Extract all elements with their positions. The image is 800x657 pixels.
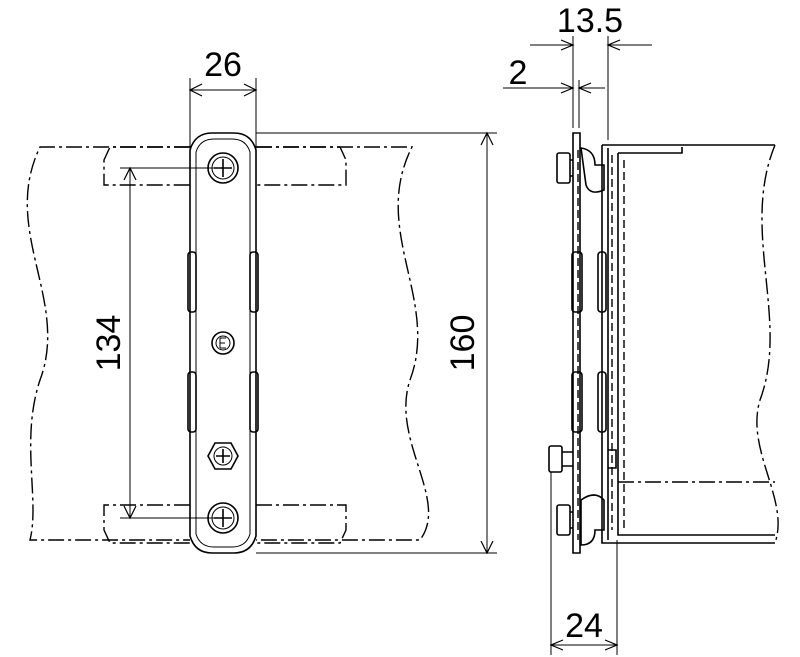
side-plate: [572, 132, 581, 554]
top-bolt-icon: [556, 147, 605, 193]
width-label: 26: [204, 46, 242, 84]
dimension-hole-pitch: 134: [90, 166, 215, 520]
bottom-bolt-icon: [556, 494, 605, 546]
left-panel-rail-bottom: [103, 504, 190, 544]
dimension-depth: 13.5: [530, 2, 652, 140]
front-view: 26 134 160: [26, 46, 497, 555]
top-screw-icon: [207, 152, 239, 184]
dimension-length: 160: [256, 131, 497, 555]
thickness-label: 2: [509, 54, 528, 92]
dimension-width: 26: [188, 46, 258, 150]
channel-section: [601, 144, 775, 544]
left-panel-rail-top: [103, 146, 190, 186]
side-view: 13.5 2 24: [503, 2, 779, 655]
right-panel-outline: [256, 146, 430, 541]
hex-nut-icon: [207, 442, 239, 470]
dimension-thickness: 2: [503, 54, 605, 128]
bolt-projection-label: 24: [565, 607, 603, 645]
right-panel-rail-bottom: [256, 504, 347, 544]
depth-label: 13.5: [557, 2, 623, 40]
joint-plate: [187, 132, 259, 554]
right-panel-rail-top: [256, 146, 347, 186]
hole-pitch-label: 134: [90, 315, 128, 372]
middle-bolt-icon: [548, 445, 617, 473]
dimension-bolt-projection: 24: [549, 472, 619, 655]
ground-mark-icon: [211, 331, 235, 355]
left-panel-outline: [26, 146, 190, 541]
length-label: 160: [444, 315, 482, 372]
